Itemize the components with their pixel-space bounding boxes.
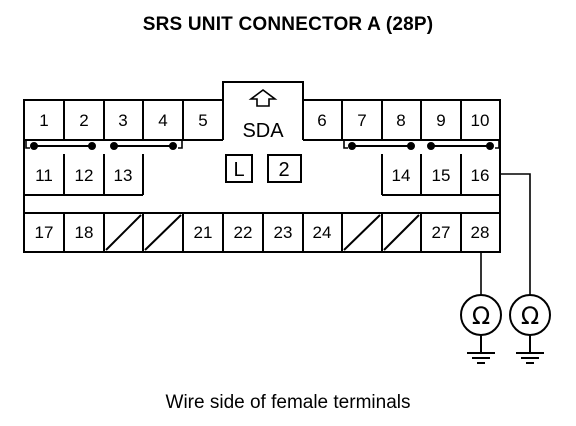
lock-box-2: [267, 154, 302, 183]
lock-label-2: 2: [278, 159, 289, 181]
pin-5: 5: [198, 111, 207, 130]
pin-2: 2: [79, 111, 88, 130]
pin-18: 18: [75, 223, 94, 242]
empty-cavity-20: [144, 214, 182, 251]
lock-label-l: L: [233, 159, 244, 181]
arrow-up-icon: [248, 89, 278, 107]
pin-23: 23: [274, 223, 293, 242]
pin-12: 12: [75, 166, 94, 185]
pin-27: 27: [432, 223, 451, 242]
pin-9: 9: [436, 111, 445, 130]
pin-11: 11: [35, 166, 53, 185]
pin-4: 4: [158, 111, 167, 130]
diagram-caption: Wire side of female terminals: [165, 392, 411, 413]
pin-10: 10: [471, 111, 490, 130]
sda-label: SDA: [242, 120, 284, 142]
pin-14: 14: [392, 166, 411, 185]
pin-15: 15: [432, 166, 451, 185]
pin-21: 21: [194, 223, 213, 242]
pin-28: 28: [471, 223, 490, 242]
pin-1: 1: [39, 111, 48, 130]
lock-box-l: [225, 154, 253, 183]
pin-16: 16: [471, 166, 490, 185]
empty-cavity-25: [343, 214, 381, 251]
empty-cavity-19: [105, 214, 142, 251]
probe-wire-16: [500, 173, 531, 295]
ohm-icon: Ω: [472, 302, 490, 330]
pin-22: 22: [234, 223, 253, 242]
empty-cavity-26: [383, 214, 420, 251]
pin-17: 17: [35, 223, 54, 242]
pin-13: 13: [114, 166, 133, 185]
pin-6: 6: [317, 111, 326, 130]
ohmmeter-left: [460, 294, 502, 364]
pin-24: 24: [313, 223, 332, 242]
pin-3: 3: [118, 111, 127, 130]
pin-7: 7: [357, 111, 366, 130]
pin-8: 8: [396, 111, 405, 130]
ohm-icon: Ω: [521, 302, 539, 330]
short-bars: [30, 142, 494, 150]
diagram-title: SRS UNIT CONNECTOR A (28P): [142, 14, 434, 35]
ohmmeter-right: [509, 294, 551, 364]
